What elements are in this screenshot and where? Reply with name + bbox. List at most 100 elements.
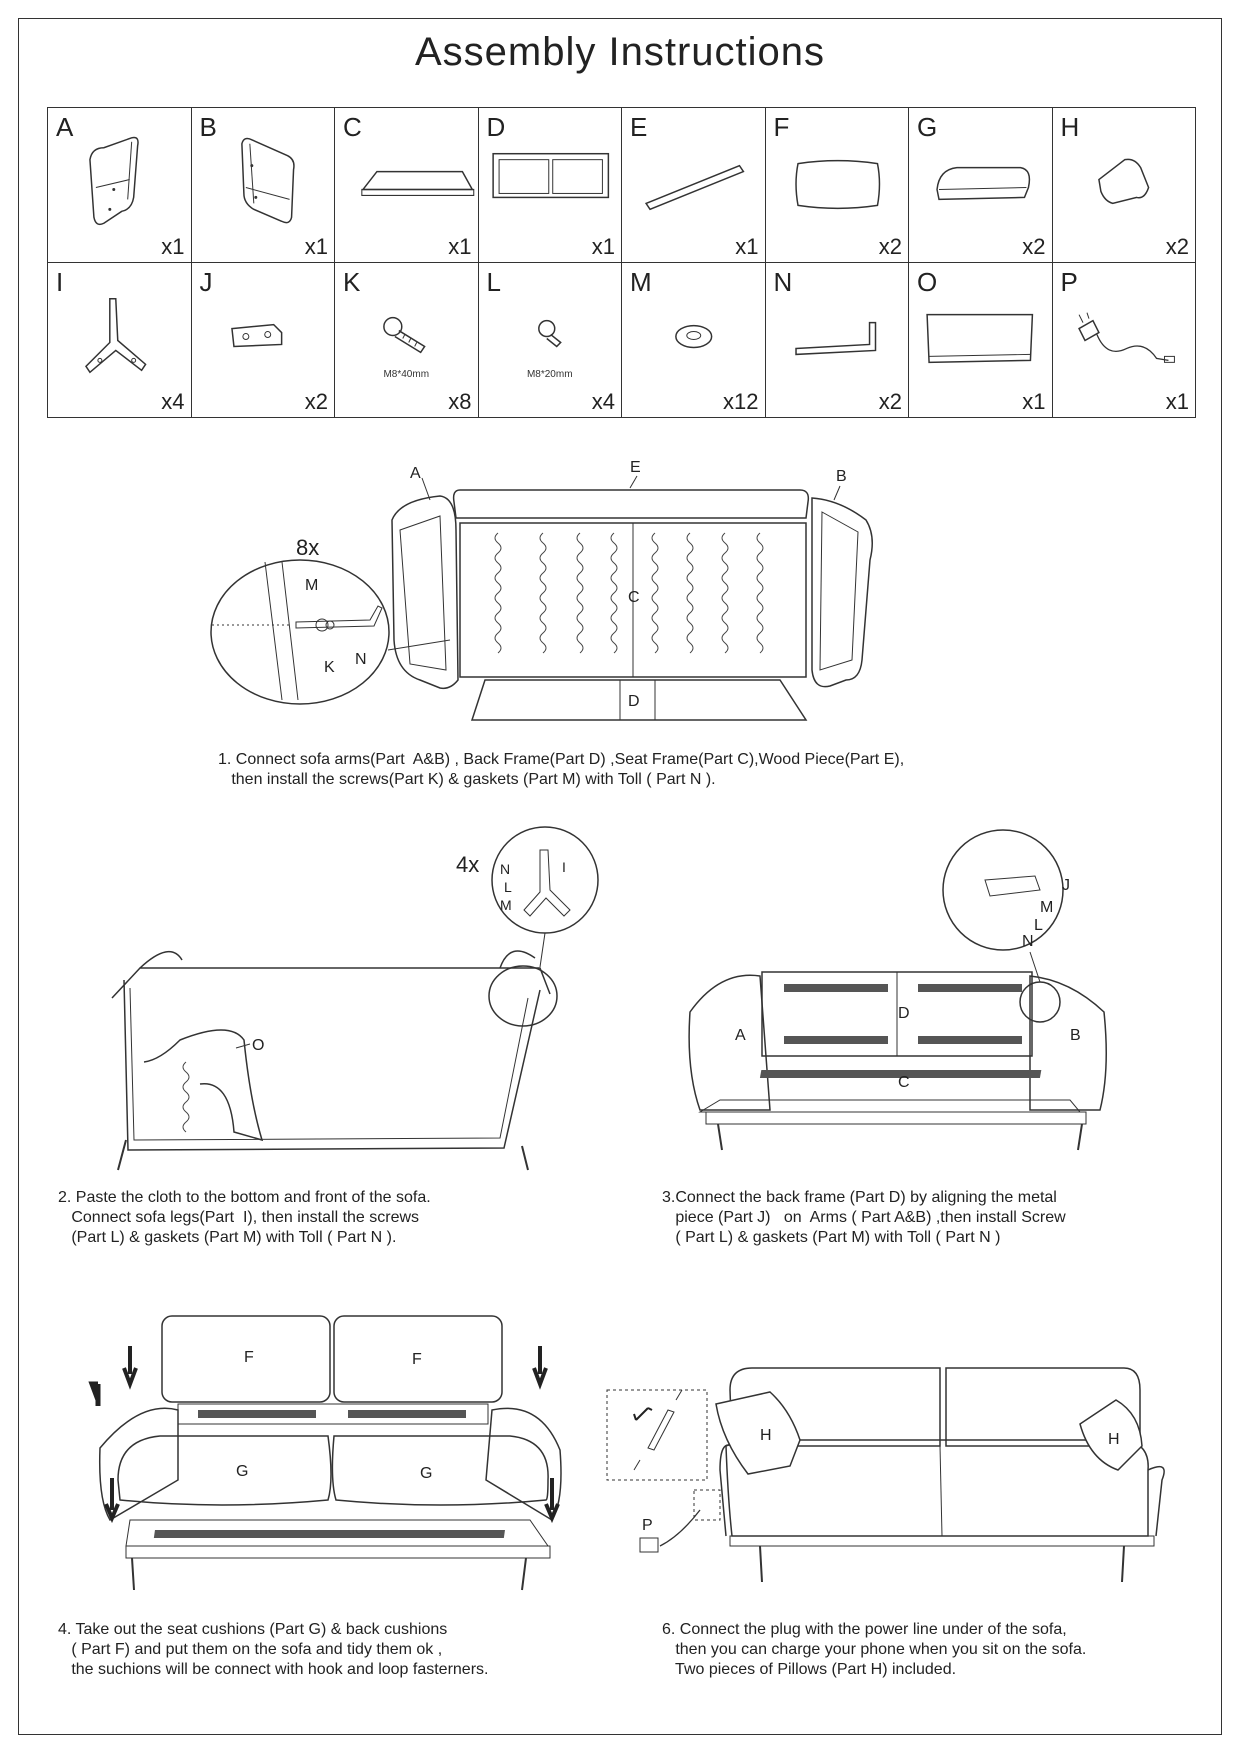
step3-caption: 3.Connect the back frame (Part D) by ali…	[662, 1189, 1066, 1246]
part-qty: x2	[304, 389, 328, 414]
step1-label-m: M	[305, 577, 318, 594]
part-cell: E x1	[621, 107, 766, 263]
step2-count: 4x	[456, 852, 479, 877]
part-cell: F x2	[764, 107, 909, 263]
step2-label-m: M	[500, 897, 512, 913]
step6-diagram: H H P	[606, 1367, 1165, 1583]
parts-row: A x1 B x1 C x1	[47, 107, 1196, 263]
step6-caption: 6. Connect the plug with the power line …	[662, 1621, 1087, 1678]
step4-label-f1: F	[244, 1349, 254, 1366]
part-letter: C	[343, 112, 362, 142]
page-border	[18, 18, 1222, 1735]
part-cell: J x2	[190, 262, 335, 418]
part-qty: x2	[1165, 234, 1189, 259]
part-letter: P	[1060, 267, 1078, 297]
part-letter: E	[630, 112, 648, 142]
step3-label-l: L	[1034, 917, 1043, 934]
parts-table: A x1 B x1 C x1	[47, 107, 1196, 418]
part-letter: A	[56, 112, 74, 142]
step3-label-m: M	[1040, 899, 1053, 916]
step1-detail-circle	[210, 559, 390, 705]
step1-label-e: E	[630, 459, 641, 476]
cloth-icon	[926, 313, 1034, 364]
step1-label-b: B	[836, 468, 847, 485]
part-qty: x1	[161, 234, 185, 259]
part-cell: K M8*40mm x8	[334, 262, 479, 418]
step6-label-h1: H	[760, 1427, 772, 1444]
step3-label-a: A	[735, 1027, 746, 1044]
step2-label-l: L	[504, 879, 512, 895]
power-adapter-icon	[1077, 312, 1175, 363]
step1-count: 8x	[296, 535, 319, 560]
part-letter: F	[773, 112, 790, 142]
part-qty: x1	[1165, 389, 1189, 414]
step3-label-b: B	[1070, 1027, 1081, 1044]
step3-label-c: C	[898, 1074, 910, 1091]
step3-label-j: J	[1062, 877, 1070, 894]
step3-label-n: N	[1022, 933, 1034, 950]
part-letter: M	[630, 267, 652, 297]
part-letter: H	[1060, 112, 1080, 142]
part-letter: I	[56, 267, 64, 297]
part-letter: D	[486, 112, 506, 142]
part-cell: C x1	[334, 107, 479, 263]
step3-diagram: A B D C J M L N	[688, 829, 1107, 1151]
step6-detail-box	[606, 1389, 708, 1481]
short-screw-icon	[537, 319, 562, 348]
page-title: Assembly Instructions	[414, 30, 826, 74]
part-letter: K	[343, 267, 361, 297]
part-letter: N	[773, 267, 793, 297]
part-qty: x2	[878, 234, 902, 259]
gasket-icon	[675, 324, 713, 349]
step4-label-g2: G	[420, 1465, 432, 1482]
part-cell: B x1	[190, 107, 335, 263]
part-cell: H x2	[1051, 107, 1196, 263]
part-qty: x4	[161, 389, 185, 414]
step1-caption: 1. Connect sofa arms(Part A&B) , Back Fr…	[218, 751, 905, 788]
seat-frame-icon	[361, 170, 475, 197]
step2-label-n: N	[500, 861, 510, 877]
step2-diagram: O 4x N L M I	[111, 826, 599, 1171]
step1-label-n: N	[355, 651, 367, 668]
metal-bracket-icon	[230, 323, 282, 348]
pillow-icon	[1097, 158, 1149, 205]
step6-label-p: P	[642, 1517, 653, 1534]
sofa-arm-right-icon	[240, 137, 295, 224]
wood-piece-icon	[644, 164, 745, 211]
step2-label-o: O	[252, 1037, 264, 1054]
part-letter: G	[917, 112, 938, 142]
step1-label-a: A	[410, 465, 421, 482]
part-cell: L M8*20mm x4	[477, 262, 622, 418]
part-letter: O	[917, 267, 938, 297]
part-qty: x1	[304, 234, 328, 259]
back-frame-icon	[491, 152, 609, 199]
step4-label-g1: G	[236, 1463, 248, 1480]
allen-key-icon	[794, 321, 876, 356]
step2-label-i: I	[562, 859, 566, 875]
part-cell: N x2	[764, 262, 909, 418]
part-cell: I x4	[47, 262, 192, 418]
part-letter: J	[199, 267, 213, 297]
step1-label-c: C	[628, 589, 640, 606]
part-qty: x2	[1022, 234, 1046, 259]
step4-diagram: F F G G	[88, 1315, 562, 1591]
sofa-arm-left-icon	[89, 136, 139, 226]
step2-caption: 2. Paste the cloth to the bottom and fro…	[58, 1189, 431, 1246]
step1-label-d: D	[628, 693, 640, 710]
screw-size-label: M8*40mm	[383, 369, 430, 380]
step3-detail-circle	[942, 829, 1064, 951]
screw-size-label: M8*20mm	[526, 369, 573, 380]
part-cell: G x2	[908, 107, 1053, 263]
part-qty: x8	[448, 389, 472, 414]
step4-caption: 4. Take out the seat cushions (Part G) &…	[58, 1621, 489, 1678]
part-letter: B	[199, 112, 217, 142]
part-qty: x1	[735, 234, 759, 259]
part-qty: x12	[723, 389, 759, 414]
step4-label-f2: F	[412, 1351, 422, 1368]
part-qty: x1	[448, 234, 472, 259]
part-qty: x4	[591, 389, 615, 414]
part-cell: P x1	[1051, 262, 1196, 418]
step3-label-d: D	[898, 1005, 910, 1022]
part-letter: L	[486, 267, 501, 297]
